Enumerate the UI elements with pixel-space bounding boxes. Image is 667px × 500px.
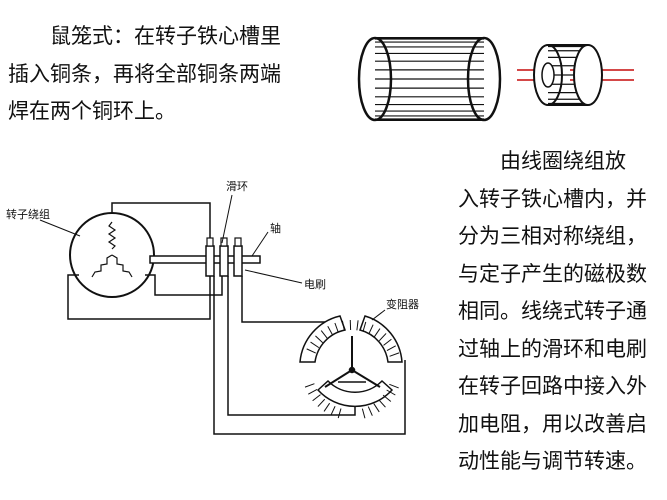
rheostat-tick: [315, 335, 324, 344]
squirrel-cage-description: 鼠笼式：在转子铁心槽里 插入铜条，再将全部铜条两端 焊在两个铜环上。: [8, 18, 308, 131]
label-rotor-winding: 转子绕组: [6, 207, 50, 221]
brush: [220, 237, 228, 247]
slip-ring: [233, 245, 243, 277]
rheostat-tick: [330, 406, 336, 416]
winding-coil: [107, 221, 117, 250]
brush: [234, 237, 242, 247]
text-line: 入转子铁心槽内，并: [458, 186, 647, 211]
leader-line: [251, 231, 269, 257]
leader-line: [221, 194, 233, 244]
wound-rotor-description: 由线圈绕组放 入转子铁心槽内，并 分为三相对称绕组， 与定子产生的磁极数 相同。…: [458, 143, 663, 481]
rheostat-tick: [306, 348, 316, 354]
wiper-arm: [324, 369, 353, 388]
rheostat-tick: [383, 338, 392, 346]
rheostat-tick: [308, 388, 318, 395]
rheostat-tick: [389, 383, 399, 389]
lead-wire: [145, 270, 223, 296]
rheostat-tick: [386, 389, 396, 396]
leader-line: [39, 219, 81, 237]
text-line: 动性能与调节转速。: [458, 449, 647, 473]
label-brush: 电刷: [304, 278, 326, 291]
slip-ring: [219, 245, 229, 277]
squirrel-cage-illustration: [357, 36, 502, 122]
lead-wire: [111, 202, 211, 238]
wound-rotor-schematic: [39, 194, 406, 435]
rheostat: [299, 315, 403, 419]
rheostat-tick: [362, 321, 367, 332]
wiper-pivot: [348, 366, 356, 374]
rheostat-tick: [382, 394, 392, 402]
wiper-arm: [351, 369, 381, 388]
slip-ring: [205, 245, 215, 277]
shaft: [149, 255, 261, 264]
rheostat-tick: [323, 402, 331, 412]
brush-wire: [227, 276, 356, 416]
lead-wire: [67, 270, 211, 320]
label-slip-ring: 滑环: [226, 180, 248, 193]
text-line: 加电阻，用以改善启: [458, 411, 647, 436]
text-line: 相同。线绕式转子通: [458, 299, 647, 323]
rotor-with-shaft-illustration: [517, 44, 634, 106]
rheostat-tick: [373, 403, 380, 413]
text-line: 插入铜条，再将全部铜条两端: [8, 61, 281, 86]
rheostat-tick: [356, 320, 359, 331]
rheostat-tick: [320, 330, 328, 339]
rheostat-tick: [378, 399, 386, 408]
rheostat-tick: [304, 383, 315, 388]
rheostat-tick: [341, 320, 345, 331]
label-shaft: 轴: [270, 221, 281, 235]
text-line: 与定子产生的磁极数: [458, 261, 647, 286]
rheostat-tick: [386, 345, 396, 352]
leader-line: [244, 269, 303, 284]
text-line: 过轴上的滑环和电刷: [458, 336, 647, 361]
rheostat-tick: [367, 406, 373, 416]
text-line: 鼠笼式：在转子铁心槽里: [8, 24, 281, 48]
rheostat-tick: [310, 341, 320, 349]
text-line: 在转子回路中接入外: [458, 374, 647, 398]
text-line: 由线圈绕组放: [458, 149, 626, 173]
rheostat-tick: [312, 394, 321, 402]
rheostat-tick: [373, 328, 381, 338]
winding-coil: [111, 254, 133, 278]
rheostat-tick: [327, 326, 334, 336]
rheostat-tick: [368, 324, 374, 334]
rheostat-tick: [337, 408, 342, 419]
winding-coil: [91, 254, 113, 278]
leader-line: [371, 309, 386, 321]
label-rheostat: 变阻器: [386, 297, 419, 311]
rheostat-tick: [389, 352, 400, 357]
brush: [206, 237, 214, 247]
rheostat-tick: [334, 322, 339, 333]
rheostat-tick: [317, 398, 326, 407]
text-line: 分为三相对称绕组，: [458, 224, 647, 248]
rheostat-tick: [378, 333, 387, 342]
brush-wire: [213, 276, 406, 435]
rheostat-tick: [361, 408, 366, 419]
text-line: 焊在两个铜环上。: [8, 99, 176, 123]
